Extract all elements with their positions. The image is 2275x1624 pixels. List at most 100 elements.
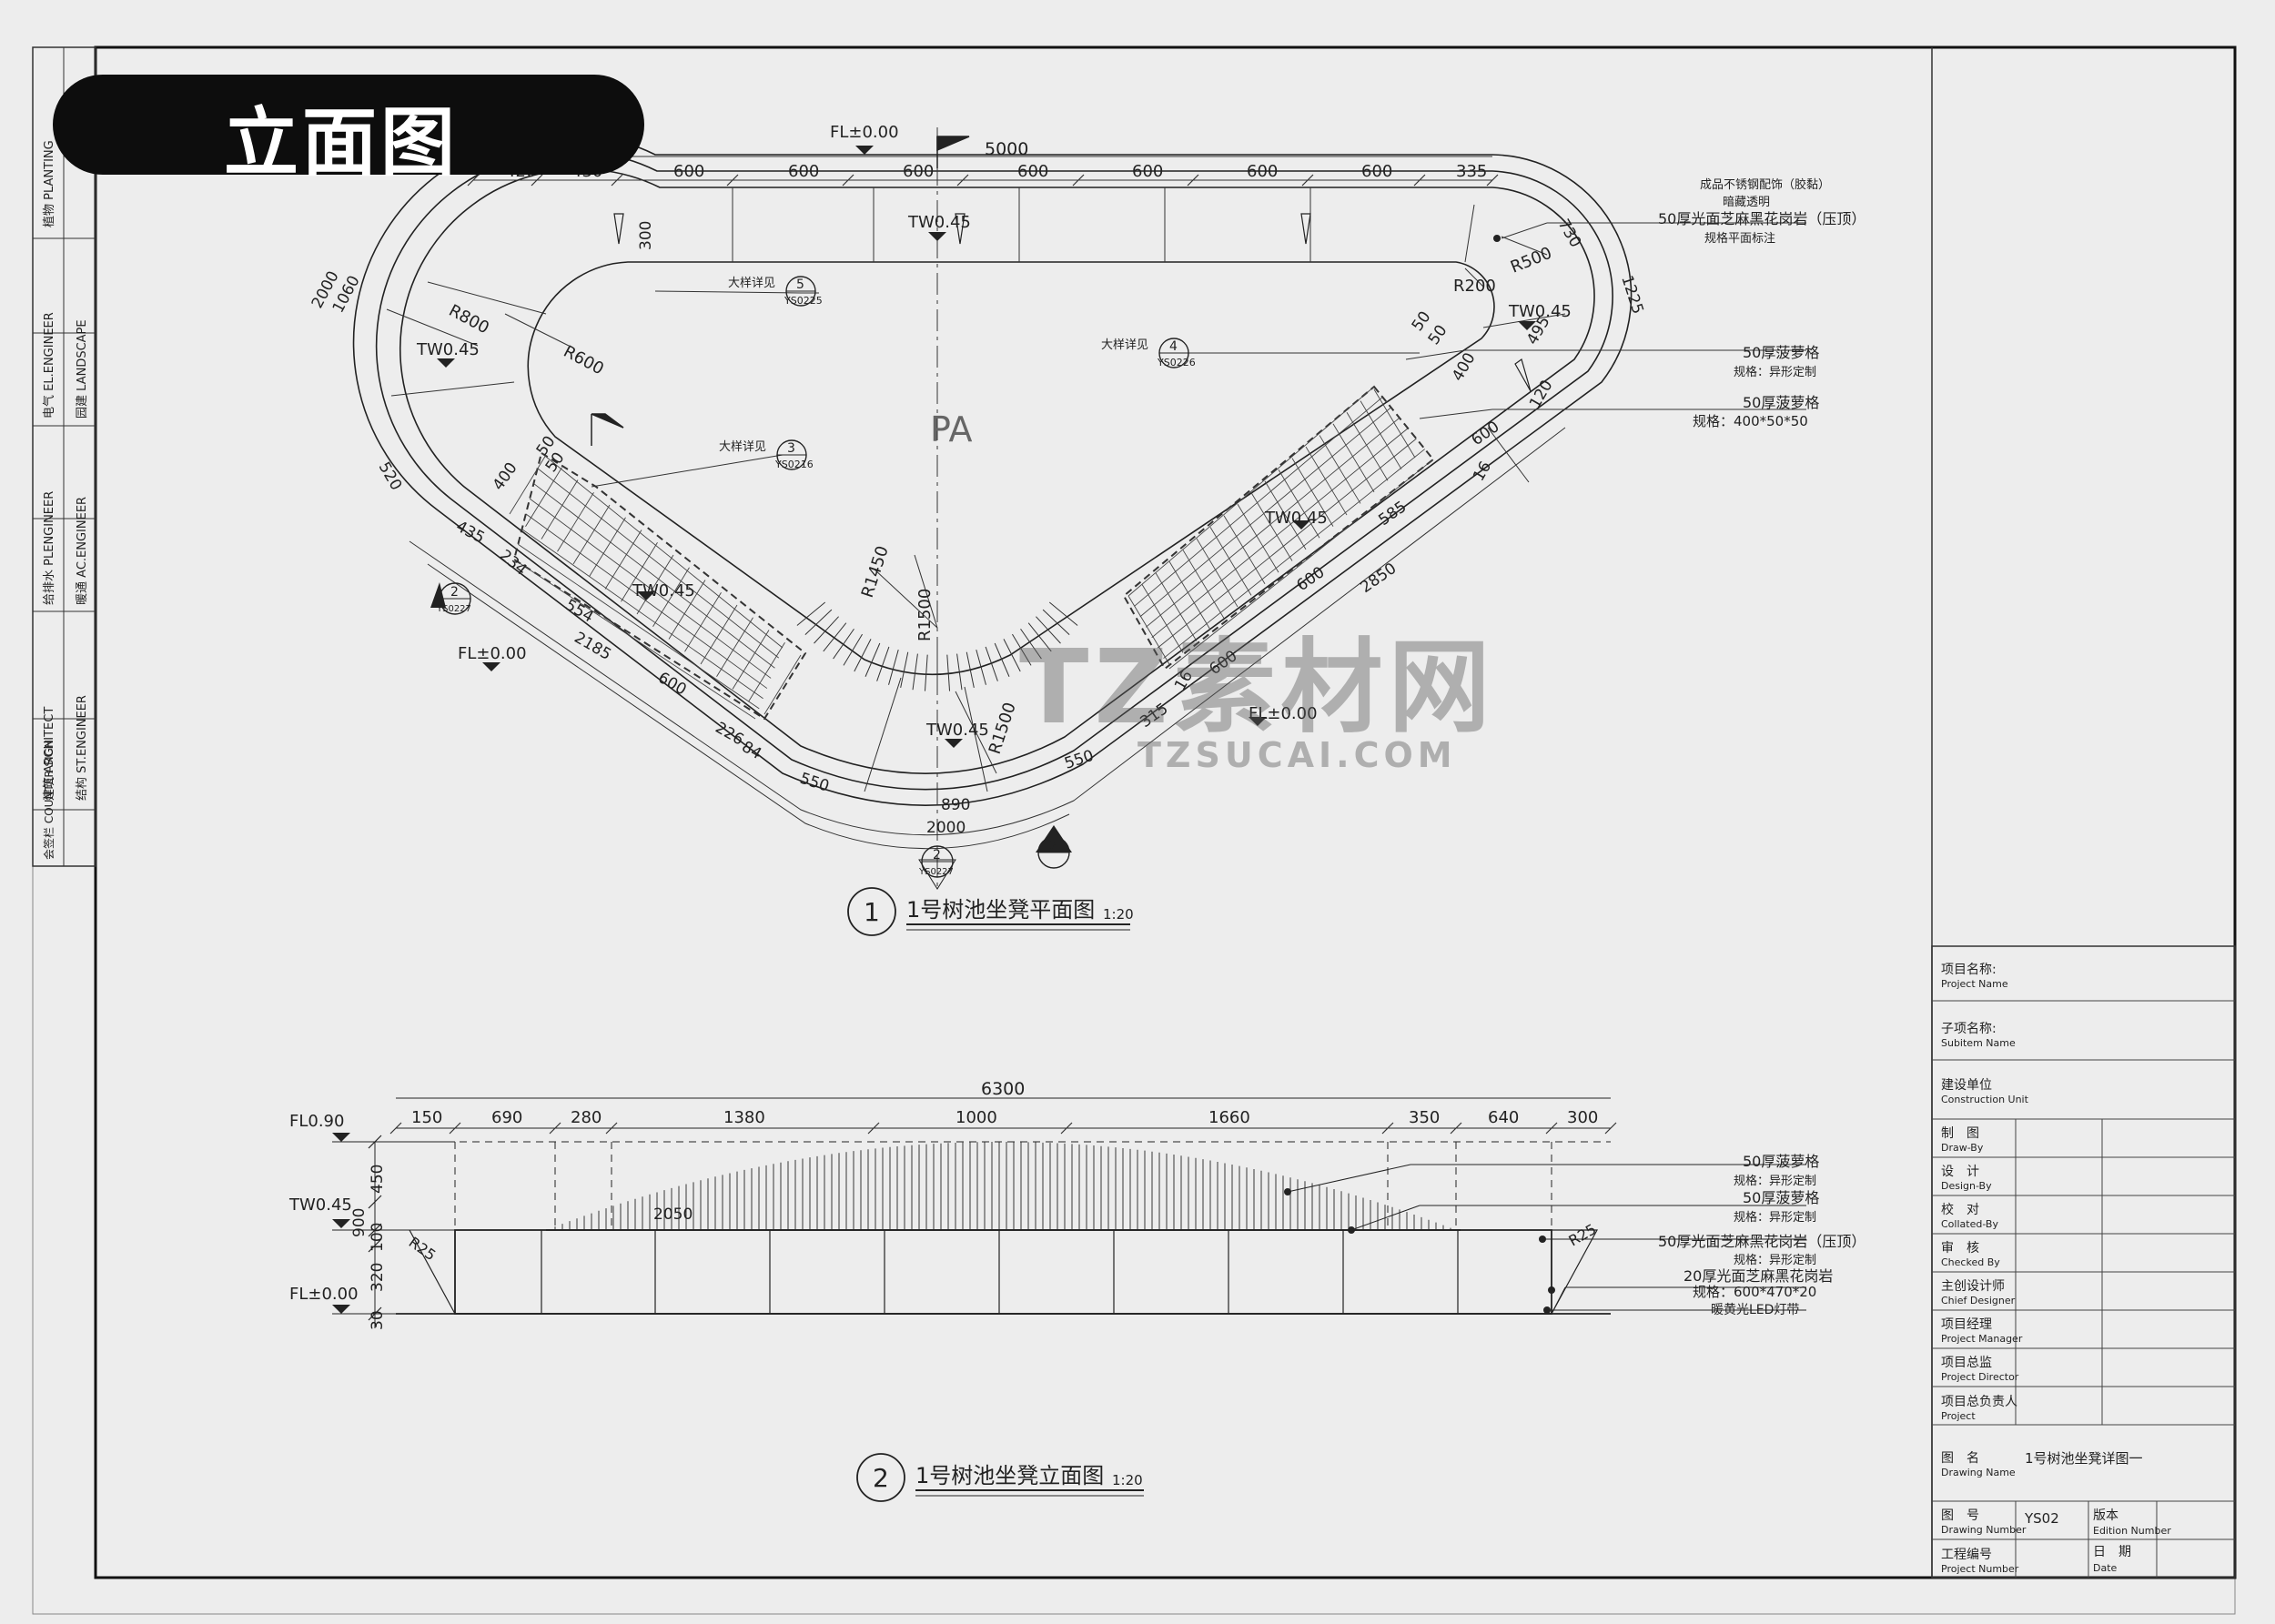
side-strip-cell: 会签栏 COUNTER SIGN [42, 740, 56, 860]
title-block-label: 项目总负责人 [1941, 1395, 2017, 1409]
plan-level: TW0.45 [632, 581, 695, 600]
title-block-label: 子项名称: [1941, 1022, 1997, 1036]
side-strip: 植物 PLANTING 电气 EL.ENGINEER 园建 LANDSCAPE … [32, 46, 96, 867]
title-block-label-en: Collated-By [1941, 1218, 1998, 1230]
title-block-label-en: Project [1941, 1410, 1976, 1422]
detail-callout-number: 4 [1169, 339, 1178, 354]
plan-dim: 335 [1456, 162, 1487, 181]
bench-left-hatch [512, 451, 807, 721]
elevation-base [454, 1229, 1552, 1315]
elevation-dim: 1660 [1208, 1108, 1250, 1127]
elevation-note: 50厚光面芝麻黑花岗岩（压顶） [1658, 1233, 1866, 1250]
title-block-label: 校 对 [1941, 1202, 1979, 1217]
plan-third-outline [399, 167, 1595, 774]
elevation-note: 20厚光面芝麻黑花岗岩 [1684, 1267, 1833, 1285]
watermark-url: TZSUCAI.COM [1138, 735, 1457, 775]
elevation-left-dim: 100 [369, 1223, 387, 1252]
plan-level: TW0.45 [416, 340, 480, 359]
elevation-title: 1号树池坐凳立面图 [915, 1463, 1104, 1488]
title-block-label: 项目经理 [1941, 1317, 1992, 1332]
title-block-label-en: Chief Designer [1941, 1295, 2016, 1306]
side-strip-cell: 给排水 PLENGINEER [43, 491, 56, 605]
title-block-label-en: Checked By [1941, 1256, 2000, 1268]
plan-dim: 2850 [1357, 560, 1400, 597]
plan-note: 50厚菠萝格 [1743, 344, 1819, 361]
title-block-label-en: Drawing Number [1941, 1524, 2027, 1536]
detail-callout-ref: YS0226 [1157, 357, 1196, 368]
elevation-note: 50厚菠萝格 [1743, 1189, 1819, 1206]
plan-title-number: 1 [864, 897, 880, 927]
plan-note: 规格平面标注 [1704, 231, 1775, 246]
elevation-view [332, 235, 1806, 1328]
level-markers [437, 146, 1536, 748]
title-block-label-en: Design-By [1941, 1180, 1992, 1192]
elevation-note: 规格：异形定制 [1734, 1253, 1816, 1267]
detail-callout-label: 大样详见 [728, 277, 775, 290]
section-mark-number: 2 [1049, 839, 1057, 853]
elevation-dim: 1000 [956, 1108, 997, 1127]
elevation-overall-dim: 6300 [981, 1079, 1025, 1099]
plan-radius: R800 [446, 301, 492, 338]
plan-level: TW0.45 [925, 721, 989, 740]
plan-radius: R200 [1453, 277, 1496, 296]
title-block-label-en: Construction Unit [1941, 1094, 2029, 1105]
plan-dim: 600 [788, 162, 819, 181]
plan-inner-outline [527, 261, 1495, 676]
view-title-badge: 立面图 [53, 75, 644, 187]
title-block-label: 设 计 [1941, 1165, 1979, 1179]
plan-dim: 1225 [1617, 273, 1646, 316]
drawing-name-value: 1号树池坐凳详图一 [2025, 1450, 2143, 1467]
plan-dim: 600 [1468, 418, 1502, 449]
plan-dim: 520 [375, 459, 406, 494]
plan-dim: 120 [1526, 377, 1557, 411]
plan-pa-label: PA [930, 409, 972, 449]
side-strip-cell: 园建 LANDSCAPE [76, 319, 89, 419]
plan-level: FL±0.00 [1249, 704, 1318, 723]
elevation-radius: R25 [406, 1234, 440, 1265]
title-block-label-en: Project Director [1941, 1371, 2019, 1383]
elevation-scale: 1:20 [1112, 1472, 1143, 1488]
plan-dim: 600 [1017, 162, 1048, 181]
elevation-title-number: 2 [873, 1463, 889, 1493]
plan-dim: 554 [562, 596, 597, 627]
plan-note: 暗藏透明 [1723, 196, 1770, 209]
title-block-label: 项目总监 [1941, 1356, 1992, 1370]
detail-callout-ref: YS0225 [784, 295, 823, 307]
elevation-dim: 1380 [723, 1108, 765, 1127]
title-block-label-en: Project Name [1941, 978, 2008, 990]
elevation-dim: 640 [1488, 1108, 1519, 1127]
plan-level: TW0.45 [1508, 302, 1572, 321]
plan-dim: 730 [1554, 217, 1585, 251]
plan-level: FL±0.00 [458, 644, 527, 663]
elevation-note: 50厚菠萝格 [1743, 1153, 1819, 1170]
title-block-label: 建设单位 [1941, 1078, 1992, 1093]
elevation-left-dim: 320 [369, 1263, 387, 1292]
elevation-level: FL±0.00 [289, 1285, 359, 1304]
view-title-text: 立面图 [224, 100, 460, 187]
detail-callout-label: 大样详见 [719, 440, 766, 454]
plan-dim: 600 [1293, 563, 1328, 595]
plan-note: 规格：异形定制 [1734, 365, 1816, 379]
plan-dim: 400 [1449, 349, 1480, 384]
section-mark-ref: YS0227 [918, 867, 954, 877]
plan-overall-dim: 5000 [985, 139, 1028, 159]
elevation-dim: 300 [1567, 1108, 1598, 1127]
plan-dim: 600 [1247, 162, 1278, 181]
plan-dim: 234 [496, 547, 531, 580]
plan-scale: 1:20 [1103, 906, 1134, 923]
drawing-number-value: YS02 [2024, 1510, 2059, 1527]
title-block-label: 图 名 [1941, 1451, 1979, 1466]
plan-second-outline [375, 150, 1613, 791]
edition-label: 版本 [2093, 1508, 2118, 1523]
plan-dim: 600 [1361, 162, 1392, 181]
detail-callout-label: 大样详见 [1101, 338, 1148, 352]
plan-view [352, 127, 1806, 887]
elevation-radius: R25 [1566, 1220, 1600, 1249]
plan-dim: 435 [453, 518, 488, 548]
plan-radius: R1450 [858, 544, 893, 600]
plan-dim: 600 [903, 162, 934, 181]
elevation-left-dim: 30 [369, 1310, 387, 1330]
